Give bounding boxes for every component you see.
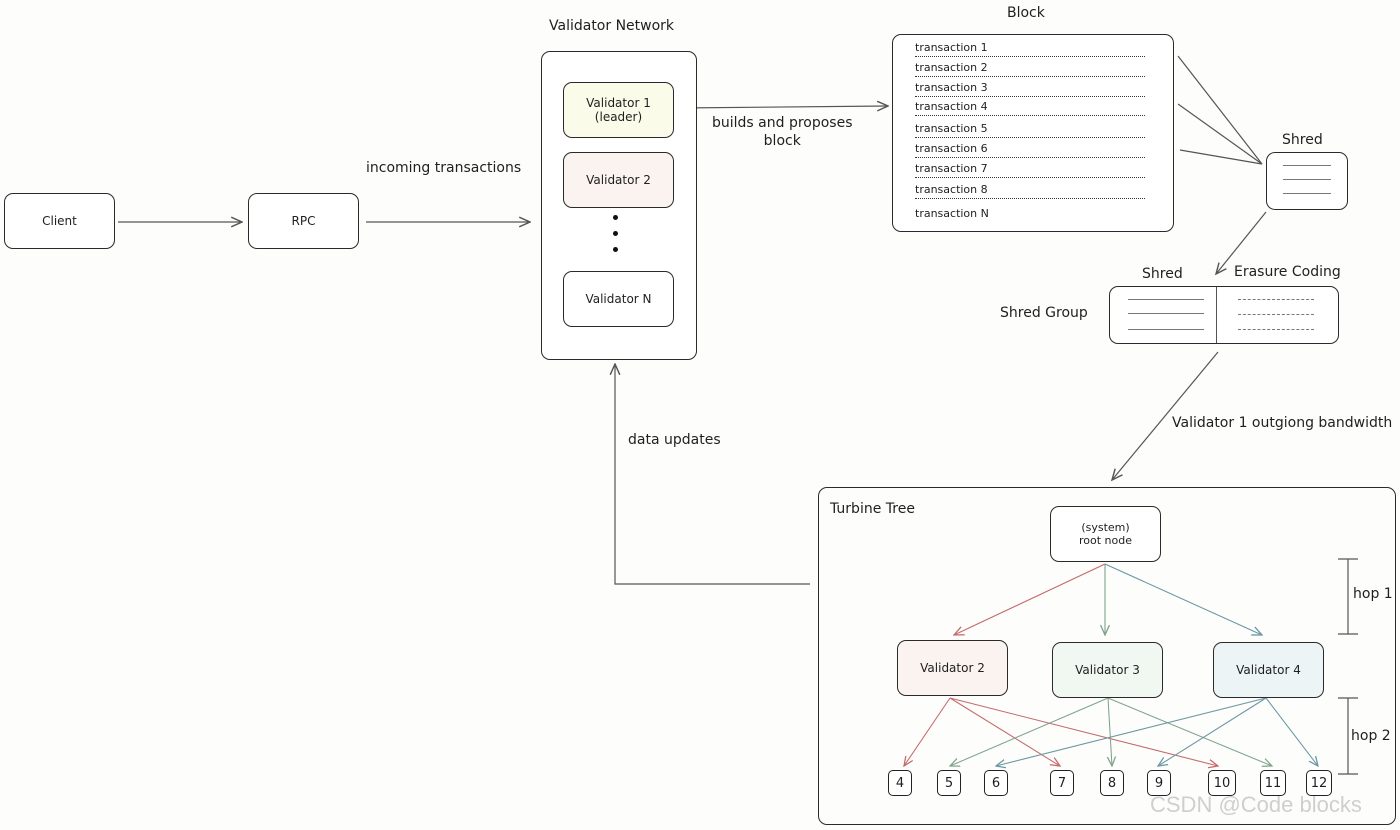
incoming-transactions-label: incoming transactions	[366, 160, 522, 176]
block-box: transaction 1 transaction 2 transaction …	[892, 34, 1174, 232]
turbine-tree-box: Turbine Tree	[818, 487, 1396, 825]
shred-group-label: Shred Group	[1000, 305, 1088, 321]
shred-box	[1266, 152, 1348, 210]
client-label: Client	[42, 214, 77, 228]
shred-title: Shred	[1282, 132, 1323, 148]
hop-2-label: hop 2	[1351, 728, 1391, 744]
bandwidth-label: Validator 1 outgiong bandwidth	[1172, 415, 1393, 431]
transaction-row: transaction 4	[915, 100, 1145, 116]
rpc-box[interactable]: RPC	[248, 193, 359, 249]
rpc-label: RPC	[291, 214, 316, 228]
builds-proposes-label: builds and proposes block	[712, 115, 853, 149]
leaf-node[interactable]: 8	[1100, 770, 1124, 796]
transaction-row: transaction 1	[915, 41, 1145, 57]
data-updates-arrow	[615, 364, 810, 585]
leaf-node[interactable]: 5	[937, 770, 961, 796]
watermark: CSDN @Code blocks	[1150, 792, 1362, 817]
validator-network-box: Validator 1 (leader) Validator 2 Validat…	[541, 51, 697, 360]
turbine-tree-title: Turbine Tree	[830, 501, 915, 517]
turbine-validator-4-node[interactable]: Validator 4	[1213, 642, 1324, 698]
data-updates-label: data updates	[628, 432, 721, 448]
leaf-node[interactable]: 4	[888, 770, 912, 796]
transaction-row: transaction 8	[915, 183, 1145, 199]
leader-to-block-arrow	[677, 106, 888, 108]
turbine-validator-3-node[interactable]: Validator 3	[1052, 642, 1163, 698]
validator-n-node[interactable]: Validator N	[563, 271, 674, 327]
leaf-node[interactable]: 9	[1147, 770, 1171, 796]
validator-2-node[interactable]: Validator 2	[563, 152, 674, 208]
hop-1-label: hop 1	[1353, 586, 1393, 602]
root-node[interactable]: (system) root node	[1050, 506, 1161, 562]
transaction-row: transaction 2	[915, 61, 1145, 77]
transaction-row: transaction 5	[915, 122, 1145, 138]
block-title: Block	[1007, 5, 1045, 21]
validator-1-leader-node[interactable]: Validator 1 (leader)	[563, 82, 674, 138]
client-box[interactable]: Client	[4, 193, 115, 249]
shred-to-group-arrow	[1216, 211, 1267, 274]
erasure-coding-label: Erasure Coding	[1234, 264, 1341, 280]
transaction-row: transaction N	[915, 207, 989, 220]
transaction-row: transaction 6	[915, 142, 1145, 158]
transaction-row: transaction 3	[915, 81, 1145, 97]
validator-network-title: Validator Network	[549, 18, 675, 34]
leaf-node[interactable]: 10	[1208, 770, 1236, 796]
shred-group-box	[1109, 286, 1339, 344]
leaf-node[interactable]: 11	[1260, 770, 1286, 796]
transaction-row: transaction 7	[915, 162, 1145, 178]
turbine-validator-2-node[interactable]: Validator 2	[897, 640, 1008, 696]
leaf-node[interactable]: 7	[1050, 770, 1074, 796]
group-to-turbine-arrow	[1112, 351, 1219, 480]
ellipsis-dots	[613, 215, 619, 263]
leaf-node[interactable]: 6	[984, 770, 1008, 796]
shred-group-shred-label: Shred	[1142, 266, 1183, 282]
leaf-node[interactable]: 12	[1306, 770, 1332, 796]
